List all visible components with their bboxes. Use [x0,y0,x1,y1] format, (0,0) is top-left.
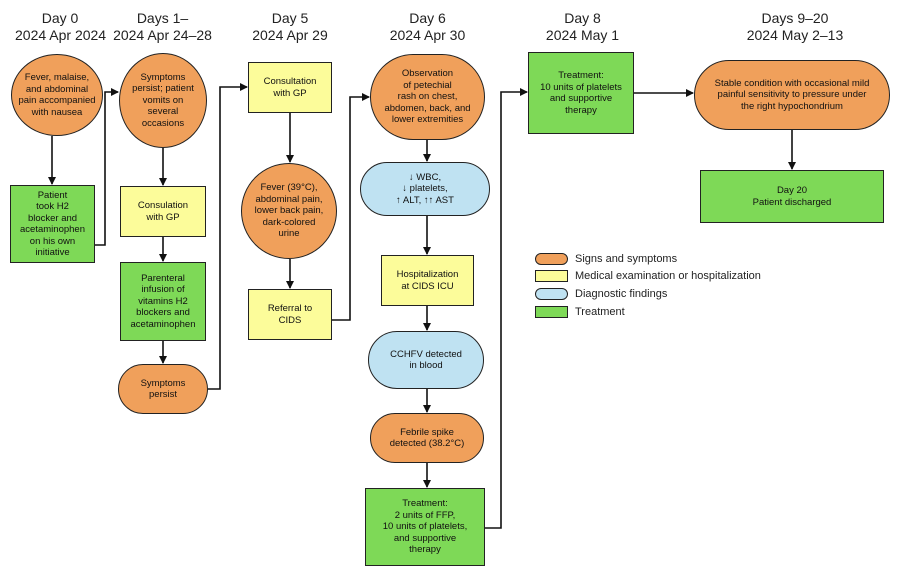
legend-item-signs: Signs and symptoms [535,253,677,265]
node-day6-lab-findings: ↓ WBC,↓ platelets,↑ ALT, ↑↑ AST [360,162,490,216]
legend-item-treatment: Treatment [535,306,625,318]
legend-item-exam: Medical examination or hospitalization [535,270,761,282]
legend-item-diagnostic: Diagnostic findings [535,288,667,300]
legend-swatch-signs [535,253,568,265]
header-days-1: Days 1–2024 Apr 24–28 [113,10,212,43]
legend-swatch-exam [535,270,568,282]
arrow-d0-to-days1 [95,88,119,246]
arrow-d6-to-day8 [485,88,528,529]
legend-swatch-diagnostic [535,288,568,300]
node-day6-treatment: Treatment:2 units of FFP,10 units of pla… [365,488,485,566]
arrow-d5-to-day6 [332,93,370,321]
arrow-d1-to-day5 [208,83,248,390]
legend-swatch-treatment [535,306,568,318]
node-day5-fever: Fever (39°C),abdominal pain,lower back p… [241,163,337,259]
